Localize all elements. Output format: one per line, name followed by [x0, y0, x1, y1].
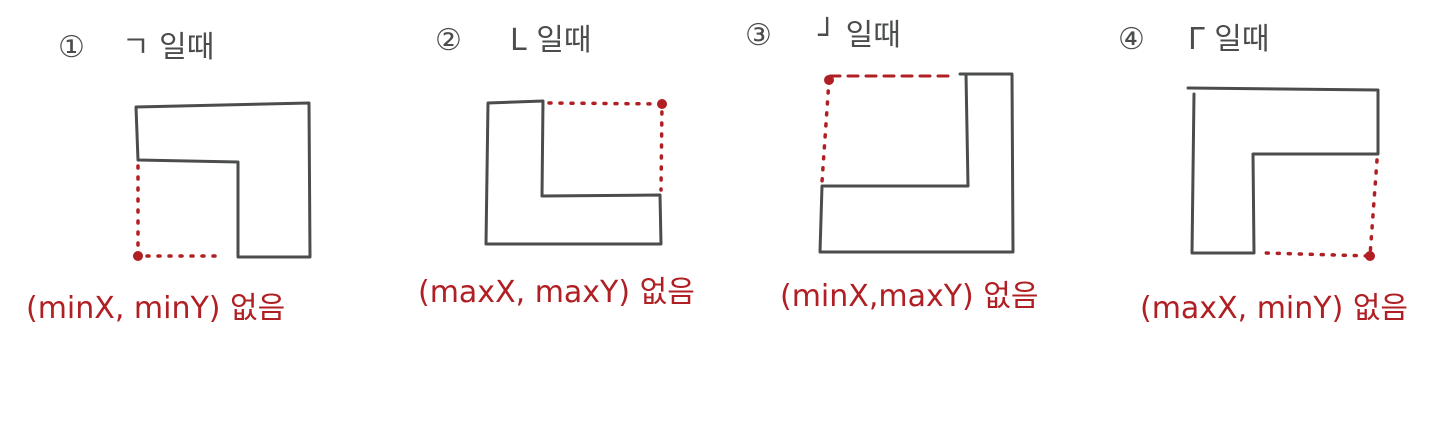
- panel-1-missing-point: [133, 251, 143, 261]
- panel-2-missing-point: [657, 99, 667, 109]
- panel-1: ① ㄱ 일때 (minX, minY) 없음: [26, 30, 312, 326]
- panel-2-number: ②: [435, 23, 462, 58]
- panel-4-number: ④: [1118, 22, 1145, 57]
- panel-3-┘-shape: [818, 72, 1015, 254]
- panel-1-header: ㄱ 일때: [122, 30, 214, 65]
- panel-2: ② L 일때 (maxX, maxY) 없음: [418, 23, 695, 310]
- panel-2-missing-corner-dots: [547, 101, 664, 192]
- panel-2-caption: (maxX, maxY) 없음: [418, 275, 695, 310]
- panel-3-missing-corner-dots: [820, 78, 831, 184]
- panel-3-missing-point: [824, 75, 834, 85]
- panel-2-header: L 일때: [510, 23, 591, 58]
- panel-4-missing-point: [1365, 251, 1375, 261]
- panel-2-L-shape: [484, 99, 663, 246]
- panel-4: ④ Γ 일때 (maxX, minY) 없음: [1118, 22, 1408, 326]
- panel-3-number: ③: [745, 18, 772, 53]
- panel-1-missing-corner-dots: [136, 164, 220, 258]
- panel-4-missing-corner-dots: [1264, 158, 1379, 258]
- panel-4-Γ-shape: [1186, 86, 1380, 255]
- panel-3-header: ┘ 일때: [817, 16, 901, 53]
- panel-4-caption: (maxX, minY) 없음: [1140, 291, 1408, 326]
- panel-3-caption: (minX,maxY) 없음: [780, 279, 1039, 314]
- panel-3: ③ ┘ 일때 (minX,maxY) 없음: [745, 16, 1039, 314]
- panel-1-ㄱ-shape: [134, 101, 312, 259]
- panel-1-number: ①: [58, 30, 85, 65]
- panel-4-header: Γ 일때: [1188, 22, 1269, 57]
- panel-1-caption: (minX, minY) 없음: [26, 291, 285, 326]
